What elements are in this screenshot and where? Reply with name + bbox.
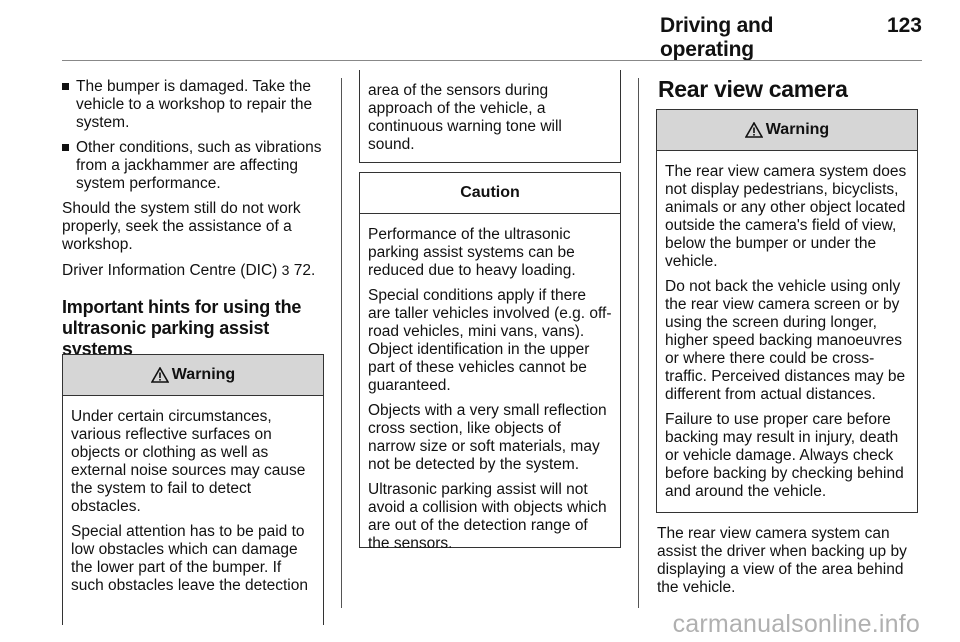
warning-paragraph: The rear view camera system does not dis… — [665, 163, 907, 270]
header-title: Driving and operating — [660, 14, 774, 61]
warning-paragraph: Do not back the vehicle using only the r… — [665, 278, 906, 403]
page-number: 123 — [886, 14, 922, 37]
warning-paragraph: Under certain circumstances, various ref… — [71, 408, 306, 515]
warning-box-title: Warning — [171, 366, 236, 383]
warning-box-header: Warning — [63, 355, 323, 396]
bullet-item: The bumper is damaged. Take the vehicle … — [62, 78, 324, 132]
caution-paragraph: Special conditions apply if there are ta… — [368, 287, 612, 394]
warning-paragraph: Special attention has to be paid to low … — [71, 523, 308, 594]
section-subheading: Important hints for using the ultrasonic… — [62, 297, 302, 359]
warning-box-body: The rear view camera system does not dis… — [657, 151, 917, 516]
warning-paragraph: area of the sensors during approach of t… — [368, 82, 562, 153]
header-rule — [62, 60, 922, 61]
warning-box-continued-body: area of the sensors during approach of t… — [360, 70, 620, 169]
column-3-body: The rear view camera system can assist t… — [657, 525, 921, 604]
caution-paragraph: Ultrasonic parking assist will not avoid… — [368, 481, 607, 552]
caution-box-body: Performance of the ultrasonic parking as… — [360, 214, 620, 568]
paragraph: Should the system still do not work prop… — [62, 200, 301, 253]
bullet-item: Other conditions, such as vibrations fro… — [62, 139, 324, 193]
column-3: Rear view camera — [658, 76, 920, 102]
watermark: carmanualsonline.info — [672, 610, 920, 638]
section-heading: Rear view camera — [658, 76, 848, 102]
warning-box-body: Under certain circumstances, various ref… — [63, 396, 323, 610]
caution-box-header: Caution — [360, 173, 620, 214]
caution-box-title: Caution — [460, 184, 520, 201]
warning-box-header: Warning — [657, 110, 917, 151]
warning-box-camera: Warning The rear view camera system does… — [656, 109, 918, 513]
caution-paragraph: Objects with a very small reflection cro… — [368, 402, 607, 473]
warning-box-parking: Warning Under certain circumstances, var… — [62, 354, 324, 625]
warning-triangle-icon — [744, 122, 763, 138]
bullet-square-icon — [62, 83, 69, 90]
column-divider-2 — [638, 78, 639, 608]
caution-box: Caution Performance of the ultrasonic pa… — [359, 172, 621, 552]
warning-box-continued: area of the sensors during approach of t… — [359, 70, 621, 163]
cross-reference[interactable]: Driver Information Centre (DIC) 3 72. — [62, 262, 316, 279]
bullet-square-icon — [62, 144, 69, 151]
column-1: The bumper is damaged. Take the vehicle … — [62, 78, 324, 374]
warning-paragraph: Failure to use proper care before backin… — [665, 411, 904, 500]
warning-box-title: Warning — [765, 121, 830, 138]
page-reference-arrow-icon: 3 — [281, 262, 290, 278]
column-divider-1 — [341, 78, 342, 608]
warning-triangle-icon — [150, 367, 169, 383]
paragraph: The rear view camera system can assist t… — [657, 525, 907, 596]
page-reference[interactable]: 72. — [293, 262, 316, 279]
caution-paragraph: Performance of the ultrasonic parking as… — [368, 226, 576, 279]
